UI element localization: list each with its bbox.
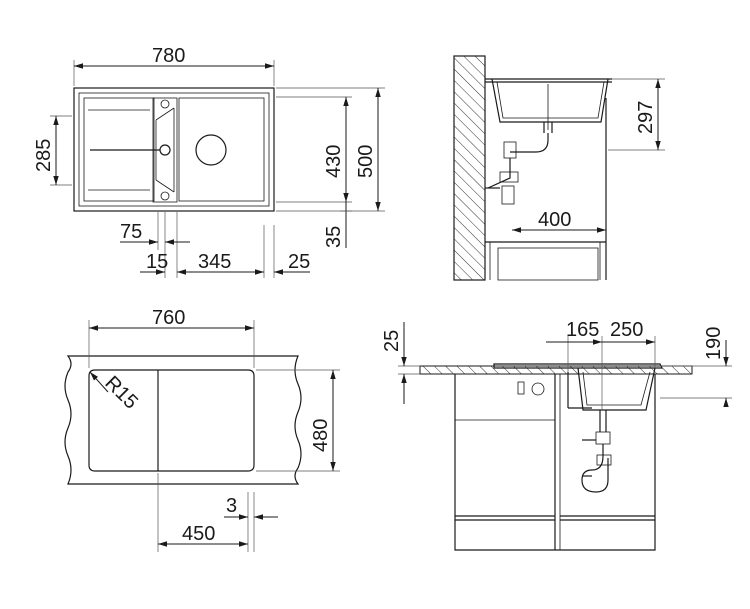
- countertop: [64, 355, 302, 485]
- drainer-grooves: [88, 109, 150, 191]
- sink-outline: [73, 87, 275, 212]
- sink-rim: [78, 92, 270, 207]
- dim-3: 3: [226, 495, 237, 517]
- bowl-outline: [178, 97, 265, 202]
- drain-pipe: [510, 133, 549, 153]
- dim-165: 165: [566, 319, 599, 341]
- overflow-plate: [152, 97, 178, 203]
- plate-lines: [155, 107, 175, 193]
- side-view: 297 400: [453, 55, 665, 281]
- counter-section: [419, 365, 693, 375]
- dim-500: 500: [355, 145, 377, 178]
- tap-hole-1: [160, 99, 170, 109]
- dim-25-section: 25: [381, 330, 403, 352]
- dim-75: 75: [120, 221, 142, 243]
- cabinet-drawer: [497, 247, 599, 281]
- dim-297: 297: [635, 101, 657, 134]
- section-bowl: [577, 367, 656, 411]
- tap-hole-2: [160, 191, 170, 201]
- dim-430: 430: [323, 145, 345, 178]
- dim-345: 345: [198, 251, 231, 273]
- appliance-knob-1: [517, 381, 525, 395]
- dim-35: 35: [323, 226, 345, 248]
- cutout-outline: [88, 369, 255, 472]
- dim-480: 480: [310, 419, 332, 452]
- bowl-section: [491, 78, 609, 123]
- cutout-view: R15 760 480 3 450: [64, 307, 340, 552]
- drainer-outlet: [159, 144, 171, 156]
- appliance-knob-2: [531, 382, 545, 396]
- bowl-drain: [195, 134, 227, 166]
- dim-400: 400: [538, 209, 571, 231]
- dim-15: 15: [146, 251, 168, 273]
- dim-760: 760: [152, 307, 185, 329]
- dim-250: 250: [610, 319, 643, 341]
- dim-r15: R15: [100, 372, 142, 414]
- wall-hatched: [453, 55, 486, 281]
- dim-450: 450: [182, 523, 215, 545]
- top-view: 780 500 430 35 285 75 15 345 25: [33, 45, 385, 278]
- section-view: 25 165 250 190: [381, 319, 732, 551]
- dim-780-top: 780: [152, 45, 185, 67]
- dim-285: 285: [33, 139, 55, 172]
- dim-190: 190: [703, 327, 725, 360]
- dim-25-top: 25: [288, 251, 310, 273]
